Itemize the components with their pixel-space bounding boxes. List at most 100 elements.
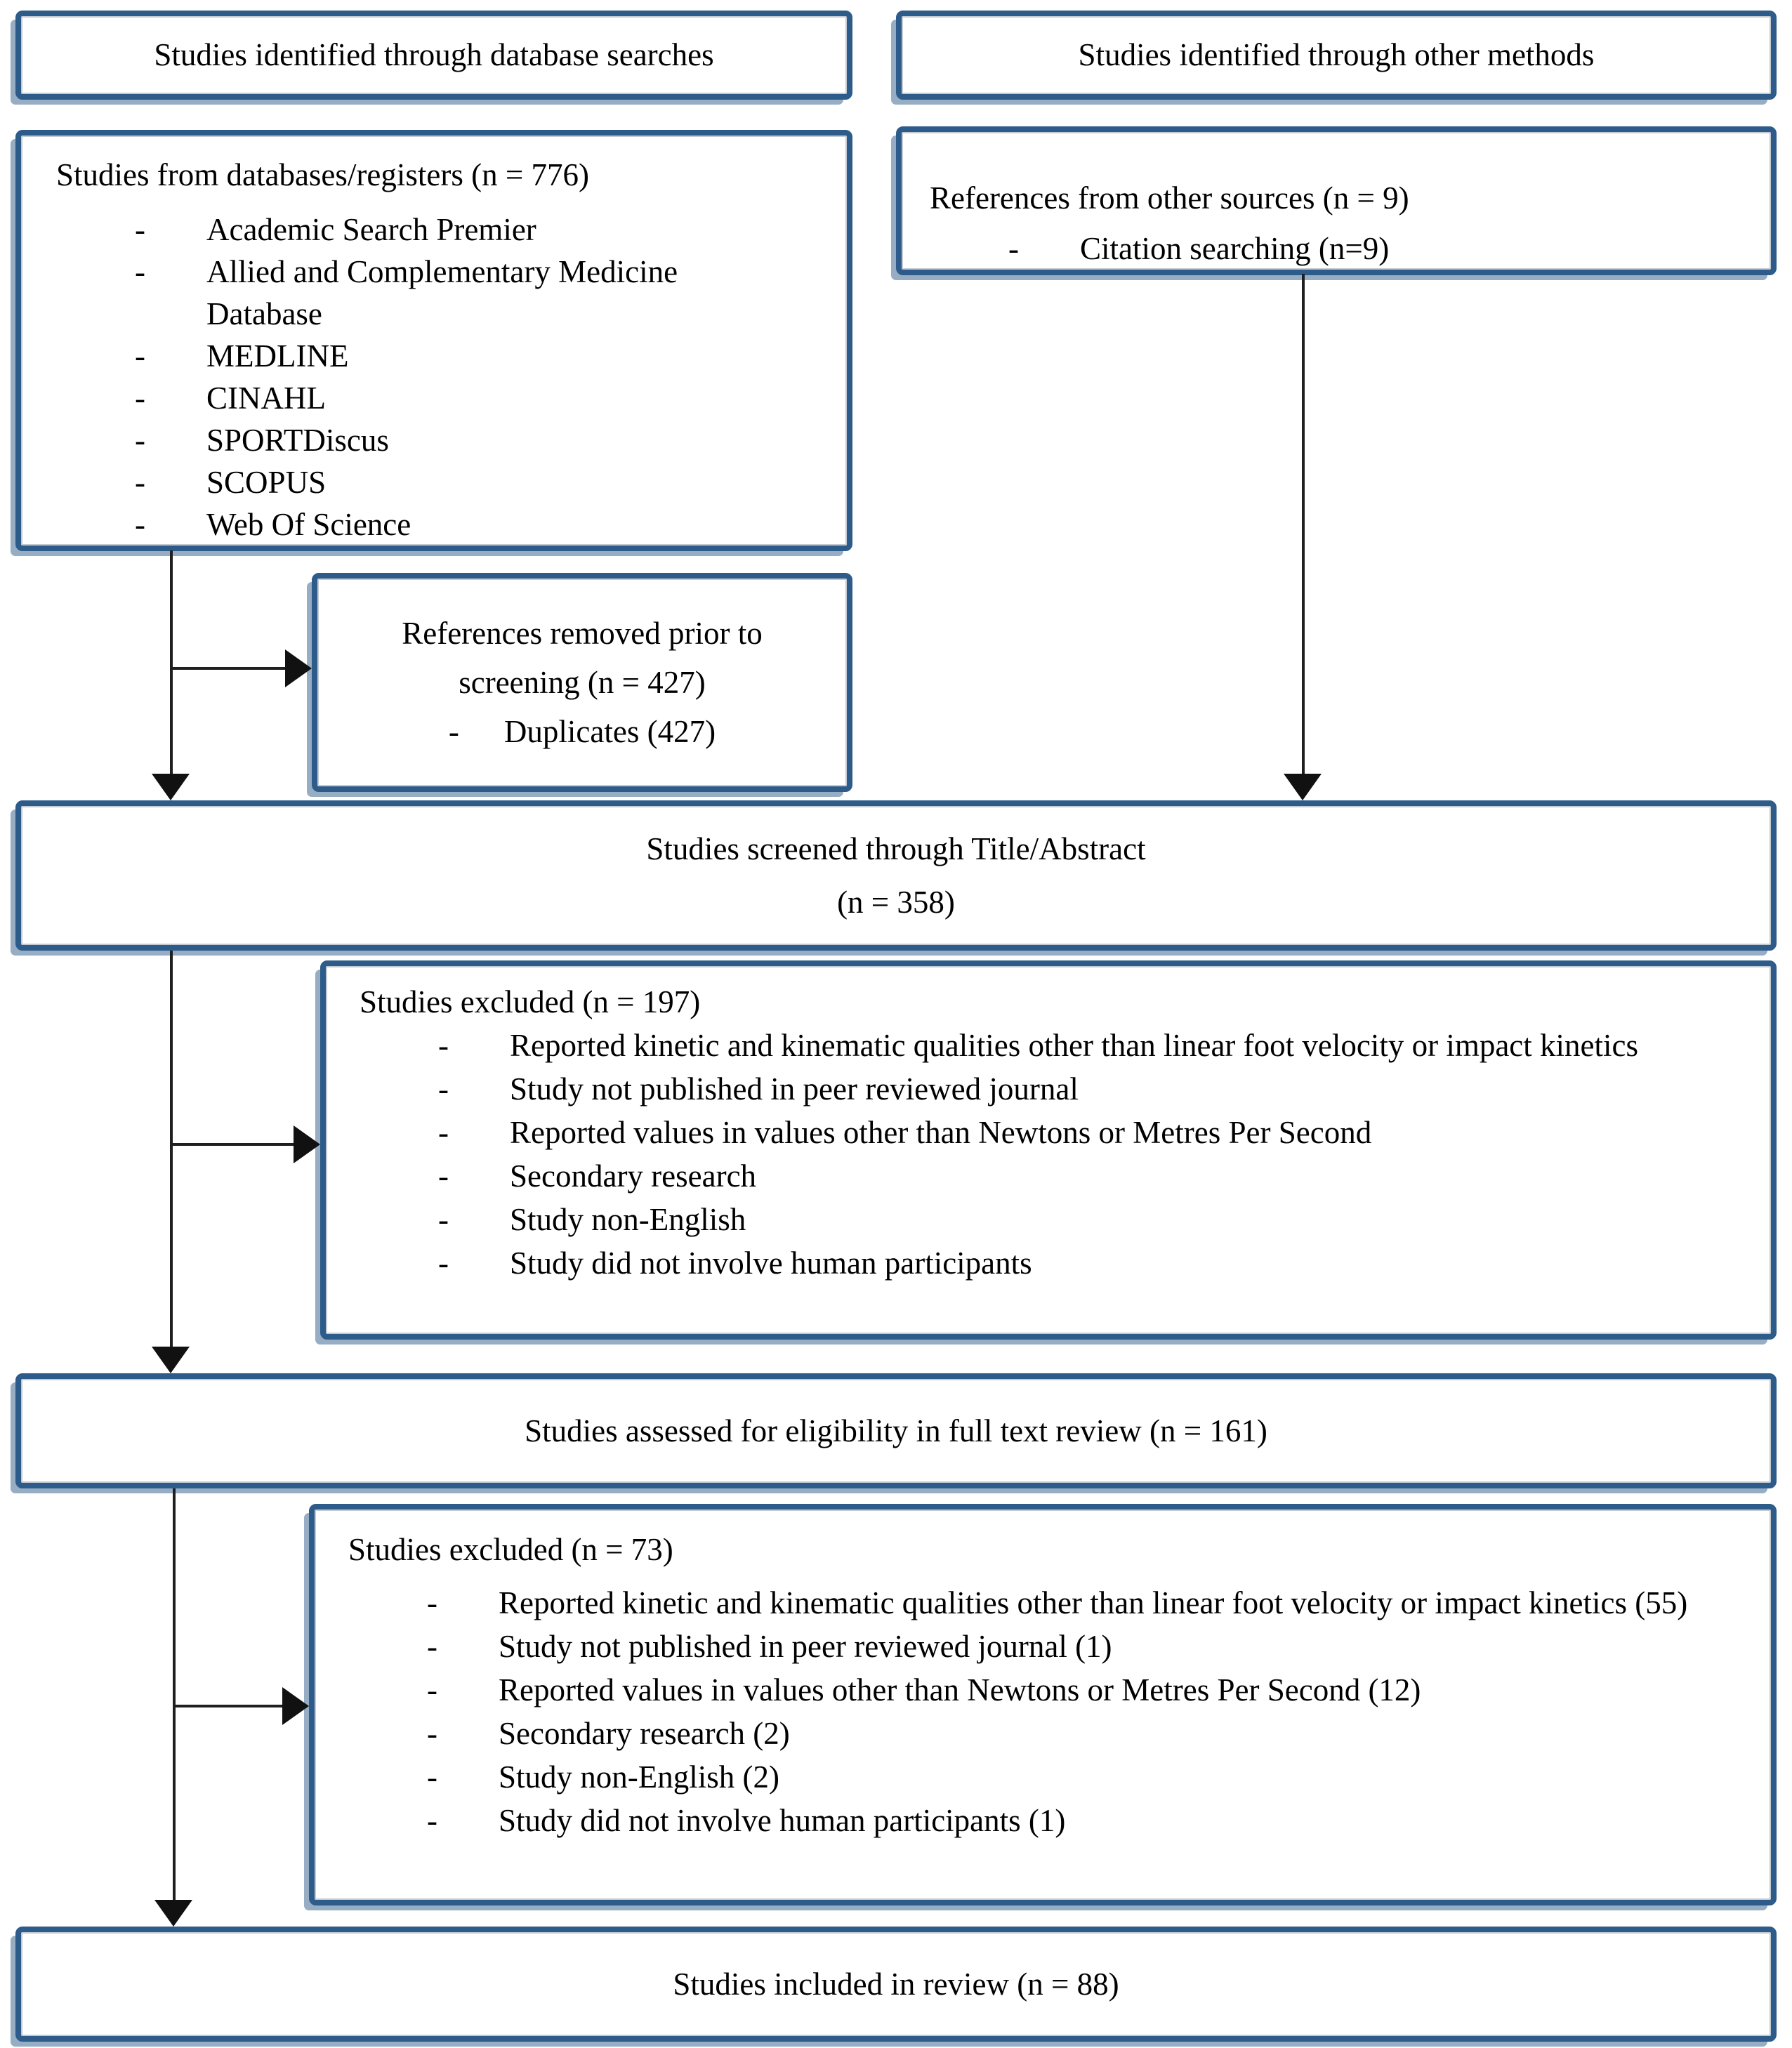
arrowhead-right-to-excluded2-box — [282, 1687, 309, 1725]
list-item: - Secondary research (2) — [348, 1712, 1736, 1755]
arrowhead-right-to-removed-box — [285, 649, 312, 687]
dash-marker: - — [438, 1202, 449, 1237]
list-item-text: Citation searching (n=9) — [1080, 231, 1390, 266]
list-item-text: SPORTDiscus — [206, 423, 389, 458]
dash-marker: - — [427, 1803, 437, 1838]
list-item: - SCOPUS — [56, 461, 833, 503]
list-item: - Reported kinetic and kinematic qualiti… — [348, 1581, 1736, 1625]
list-item-text: Allied and Complementary Medicine Databa… — [206, 254, 678, 331]
header-box-other-methods: Studies identified through other methods — [896, 11, 1777, 100]
included-box-title: Studies included in review (n = 88) — [673, 1966, 1119, 2002]
databases-box: Studies from databases/registers (n = 77… — [15, 130, 852, 551]
list-item-text: Study did not involve human participants… — [499, 1803, 1066, 1838]
arrowhead-down-to-screened-right — [1284, 774, 1322, 800]
list-item: - SPORTDiscus — [56, 419, 833, 461]
arrowhead-right-to-excluded1-box — [294, 1125, 320, 1163]
dash-marker: - — [135, 338, 145, 374]
dash-marker: - — [135, 465, 145, 500]
list-item-text: Academic Search Premier — [206, 212, 536, 247]
list-item-text: Study non-English — [510, 1202, 746, 1237]
list-item-text: Reported values in values other than New… — [510, 1115, 1372, 1150]
excluded1-box-title: Studies excluded (n = 197) — [360, 984, 701, 1019]
list-item: - Secondary research — [360, 1154, 1736, 1198]
list-item-text: Secondary research — [510, 1158, 757, 1194]
other-sources-list: - Citation searching (n=9) — [930, 227, 1757, 270]
list-item-text: Reported kinetic and kinematic qualities… — [510, 1028, 1638, 1063]
excluded-full-text-box: Studies excluded (n = 73) - Reported kin… — [309, 1504, 1777, 1905]
arrowhead-down-to-assessed — [152, 1347, 190, 1373]
list-item: - Study did not involve human participan… — [348, 1799, 1736, 1842]
arrowhead-down-to-screened-left — [152, 774, 190, 800]
list-item: - Study not published in peer reviewed j… — [348, 1625, 1736, 1668]
dash-marker: - — [427, 1585, 437, 1620]
list-item: - Web Of Science — [56, 503, 833, 546]
list-item: - Duplicates (427) — [449, 707, 716, 756]
list-item: - CINAHL — [56, 377, 833, 419]
list-item-text: Study non-English (2) — [499, 1759, 779, 1795]
excluded-title-abstract-box: Studies excluded (n = 197) - Reported ki… — [320, 960, 1777, 1340]
excluded1-list: - Reported kinetic and kinematic qualiti… — [360, 1024, 1736, 1285]
list-item-text: Web Of Science — [206, 507, 411, 542]
dash-marker: - — [135, 381, 145, 416]
dash-marker: - — [448, 714, 459, 749]
screened-box-line2: (n = 358) — [837, 885, 955, 920]
dash-marker: - — [438, 1158, 449, 1194]
list-item: - Study non-English (2) — [348, 1755, 1736, 1799]
dash-marker: - — [427, 1716, 437, 1751]
flow-line-to-removed-box — [171, 667, 286, 670]
assessed-eligibility-box: Studies assessed for eligibility in full… — [15, 1373, 1777, 1488]
databases-list: - Academic Search Premier - Allied and C… — [56, 209, 833, 546]
dash-marker: - — [427, 1759, 437, 1795]
header-box-label: Studies identified through other methods — [1078, 37, 1595, 73]
flow-line-to-excluded2-box — [174, 1705, 284, 1707]
dash-marker: - — [135, 212, 145, 247]
databases-box-title: Studies from databases/registers (n = 77… — [56, 157, 589, 192]
list-item: - Study non-English — [360, 1198, 1736, 1241]
dash-marker: - — [438, 1246, 449, 1281]
list-item-text: CINAHL — [206, 381, 326, 416]
dash-marker: - — [427, 1672, 437, 1707]
flow-line-assessed-to-included — [173, 1488, 176, 1900]
dash-marker: - — [1008, 231, 1019, 266]
flow-line-screened-to-assessed — [170, 951, 173, 1347]
dash-marker: - — [438, 1071, 449, 1106]
list-item: - MEDLINE — [56, 335, 833, 377]
assessed-box-title: Studies assessed for eligibility in full… — [525, 1413, 1267, 1448]
excluded2-list: - Reported kinetic and kinematic qualiti… — [348, 1581, 1736, 1842]
list-item-text: Study not published in peer reviewed jou… — [510, 1071, 1079, 1106]
list-item-text: Reported values in values other than New… — [499, 1672, 1421, 1707]
list-item-text: MEDLINE — [206, 338, 349, 374]
list-item: - Reported kinetic and kinematic qualiti… — [360, 1024, 1736, 1067]
arrowhead-down-to-included — [154, 1900, 192, 1927]
included-box: Studies included in review (n = 88) — [15, 1927, 1777, 2042]
other-sources-box-title: References from other sources (n = 9) — [930, 180, 1409, 216]
list-item: - Citation searching (n=9) — [930, 227, 1757, 270]
list-item-text: SCOPUS — [206, 465, 327, 500]
dash-marker: - — [135, 254, 145, 289]
list-item: - Study not published in peer reviewed j… — [360, 1067, 1736, 1111]
removed-before-screening-box: References removed prior to screening (n… — [312, 573, 852, 792]
list-item-text: Duplicates (427) — [503, 714, 716, 749]
list-item: - Academic Search Premier — [56, 209, 833, 251]
excluded2-box-title: Studies excluded (n = 73) — [348, 1532, 673, 1567]
list-item-text: Reported kinetic and kinematic qualities… — [499, 1585, 1688, 1620]
header-box-database-searches: Studies identified through database sear… — [15, 11, 852, 100]
dash-marker: - — [438, 1028, 449, 1063]
dash-marker: - — [427, 1629, 437, 1664]
list-item: - Reported values in values other than N… — [348, 1668, 1736, 1712]
flow-line-databases-to-screened — [170, 550, 173, 774]
flow-line-to-excluded1-box — [171, 1143, 295, 1146]
other-sources-box: References from other sources (n = 9) - … — [896, 126, 1777, 275]
dash-marker: - — [135, 507, 145, 542]
screened-box-line1: Studies screened through Title/Abstract — [646, 831, 1146, 866]
list-item: - Reported values in values other than N… — [360, 1111, 1736, 1154]
header-box-label: Studies identified through database sear… — [154, 37, 714, 73]
list-item-text: Study not published in peer reviewed jou… — [499, 1629, 1112, 1664]
list-item-text: Secondary research (2) — [499, 1716, 790, 1751]
list-item-text: Study did not involve human participants — [510, 1246, 1032, 1281]
removed-box-title: References removed prior to screening (n… — [402, 616, 763, 700]
dash-marker: - — [438, 1115, 449, 1150]
flow-line-other-sources-to-screened — [1302, 274, 1305, 774]
dash-marker: - — [135, 423, 145, 458]
